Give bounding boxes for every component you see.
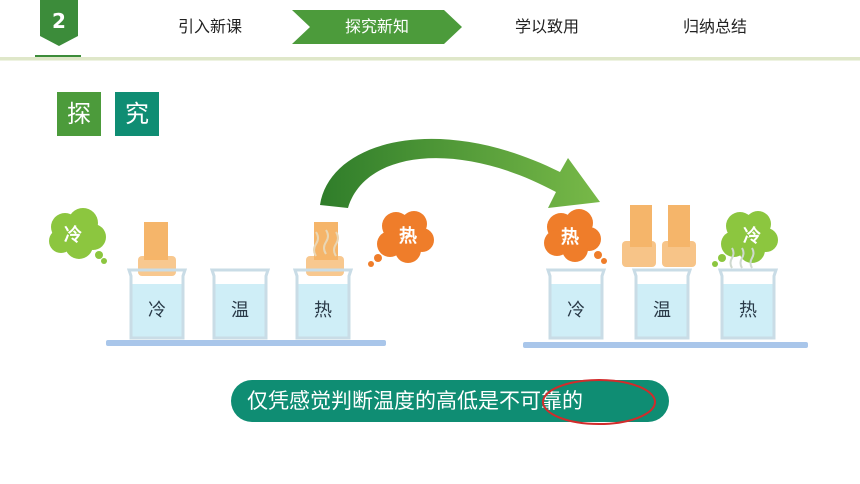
cloud-icon [544, 209, 607, 264]
hot-cloud-left: 热 [366, 206, 436, 268]
beaker-warm-left-label: 温 [231, 300, 249, 321]
shelf-left [106, 340, 386, 346]
beaker-hot-right: 热 [718, 268, 778, 340]
explore-tag-1: 探 [57, 92, 101, 136]
beaker-warm-right: 温 [632, 268, 692, 340]
beaker-icon [293, 268, 353, 340]
steam-icon [313, 229, 339, 257]
cold-cloud-right-label: 冷 [743, 226, 761, 247]
section-number: 2 [52, 9, 66, 33]
cloud-icon [49, 208, 107, 264]
steam-icon [729, 247, 755, 269]
shelf-right [523, 342, 808, 348]
tab-summary[interactable]: 归纳总结 [628, 10, 802, 44]
hot-cloud-right-label: 热 [561, 227, 579, 248]
hot-cloud-right: 热 [541, 207, 611, 269]
tab-explore-label: 探究新知 [344, 17, 409, 36]
cloud-icon [712, 211, 778, 267]
beaker-cold-right: 冷 [546, 268, 606, 340]
beaker-icon [546, 268, 606, 340]
hot-cloud-left-label: 热 [399, 226, 417, 247]
tab-apply-label: 学以致用 [514, 17, 579, 36]
curved-arrow-icon [320, 138, 600, 208]
conclusion-highlight: 不可靠的 [499, 389, 583, 413]
beaker-icon [718, 268, 778, 340]
section-number-badge [40, 0, 78, 46]
cold-cloud-right: 冷 [708, 206, 780, 268]
tab-summary-shape [628, 10, 802, 44]
conclusion-banner: 仅凭感觉判断温度的高低是不可靠的 [231, 380, 669, 422]
tab-explore-shape [292, 10, 462, 44]
tab-apply[interactable]: 学以致用 [458, 10, 636, 44]
beaker-cold-left: 冷 [127, 268, 187, 340]
tab-intro-shape [121, 10, 299, 44]
conclusion-prefix: 仅凭感觉判断温度的高低是 [247, 389, 499, 413]
beaker-icon [210, 268, 270, 340]
tab-apply-shape [458, 10, 636, 44]
explore-tag-2: 究 [115, 92, 159, 136]
header-divider [0, 57, 860, 60]
beaker-hot-left: 热 [293, 268, 353, 340]
cold-cloud-left-label: 冷 [64, 225, 82, 246]
header-divider-light [0, 60, 860, 61]
beaker-hot-left-label: 热 [314, 300, 332, 321]
tab-intro-label: 引入新课 [177, 17, 242, 36]
cloud-icon [368, 211, 434, 267]
conclusion-text: 仅凭感觉判断温度的高低是不可靠的 [247, 380, 583, 422]
tab-explore[interactable]: 探究新知 [292, 10, 462, 44]
beaker-cold-right-label: 冷 [567, 300, 585, 321]
beaker-icon [127, 268, 187, 340]
tab-intro[interactable]: 引入新课 [121, 10, 299, 44]
beaker-warm-left: 温 [210, 268, 270, 340]
beaker-cold-left-label: 冷 [148, 300, 166, 321]
tab-summary-label: 归纳总结 [682, 17, 747, 36]
beaker-hot-right-label: 热 [739, 300, 757, 321]
beaker-icon [632, 268, 692, 340]
hand-icon [622, 205, 696, 267]
highlight-circle [542, 379, 656, 425]
cold-cloud-left: 冷 [45, 205, 111, 265]
beaker-warm-right-label: 温 [653, 300, 671, 321]
